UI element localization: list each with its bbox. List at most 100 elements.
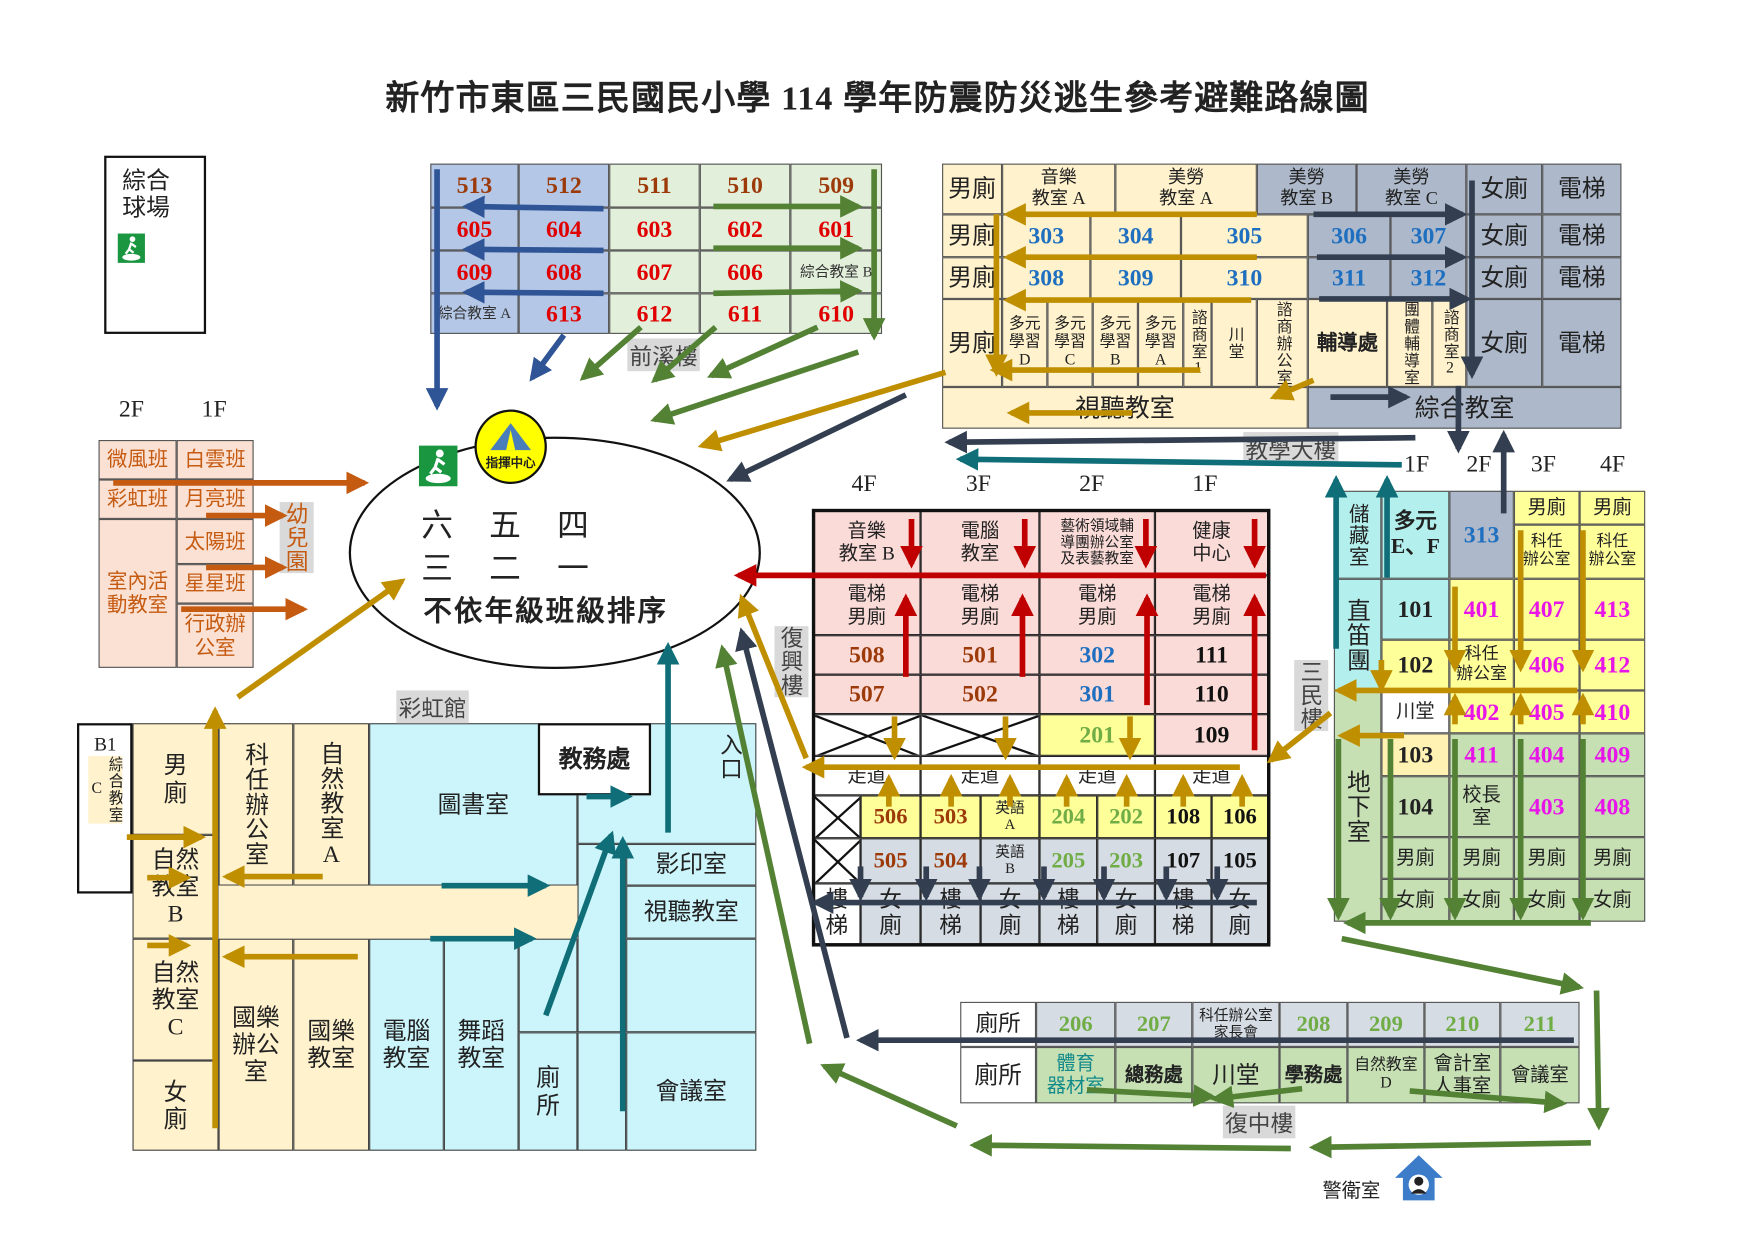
blue-evacuation-arrow bbox=[529, 333, 567, 382]
room-label: 男廁 bbox=[1593, 496, 1632, 519]
command-center-badge: 指揮中心 bbox=[474, 409, 547, 484]
room-label: 美勞 教室 C bbox=[1384, 168, 1438, 209]
classroom-302: 302 bbox=[1039, 635, 1155, 675]
sanmin-room-401: 401 bbox=[1449, 578, 1514, 640]
room-label: 男廁 bbox=[1527, 846, 1566, 869]
room-label: 412 bbox=[1594, 651, 1631, 679]
room-label: 多元 學習 C bbox=[1054, 315, 1086, 369]
entrance: 入口 bbox=[713, 729, 742, 785]
room-label: 105 bbox=[1222, 847, 1257, 873]
kg-baiyun: 白雲班 bbox=[176, 439, 254, 480]
teaching-room: 多元 學習 B bbox=[1092, 298, 1138, 387]
room-label: 509 bbox=[818, 171, 855, 200]
sanmin-room-409: 409 bbox=[1579, 733, 1646, 777]
fuzhong-room: 廁所 bbox=[960, 1046, 1037, 1104]
fuzhong-room: 會議室 bbox=[1500, 1046, 1580, 1104]
sanmin-room-多元 E、F: 多元 E、F bbox=[1381, 490, 1450, 579]
room-label: 英語 B bbox=[995, 842, 1025, 877]
room-label: 110 bbox=[1194, 680, 1229, 708]
room-label: 男廁 bbox=[1396, 846, 1435, 869]
av-classroom: 視聽教室 bbox=[942, 386, 1308, 429]
fuzhong-room-209: 209 bbox=[1347, 1001, 1425, 1047]
sanmin-room-406: 406 bbox=[1513, 639, 1580, 691]
room-label: 體育 器材室 bbox=[1046, 1053, 1105, 1097]
sanmin-room-404: 404 bbox=[1513, 733, 1580, 777]
sanmin-room-科任 辦公室: 科任 辦公室 bbox=[1579, 524, 1646, 579]
room-label: 313 bbox=[1463, 521, 1500, 549]
room-label: 美勞 教室 B bbox=[1280, 168, 1334, 209]
room-label: 科任辦公室 家長會 bbox=[1199, 1006, 1273, 1041]
room-label: 413 bbox=[1594, 595, 1631, 623]
classroom-綜合教室 A: 綜合教室 A bbox=[430, 293, 519, 334]
teaching-room-女廁: 女廁 bbox=[1466, 214, 1543, 258]
classroom-612: 612 bbox=[609, 293, 700, 334]
sanmin-room-男廁: 男廁 bbox=[1381, 837, 1450, 879]
room-label: 612 bbox=[636, 300, 673, 328]
sanmin-room-101: 101 bbox=[1381, 578, 1450, 640]
fuzhong-room-211: 211 bbox=[1500, 1001, 1580, 1047]
room-label: 206 bbox=[1058, 1011, 1093, 1037]
classroom-601: 601 bbox=[790, 207, 883, 251]
room-label: 電梯 bbox=[1558, 264, 1606, 292]
room-label: 入口 bbox=[716, 733, 742, 781]
recorder-club: 直笛團 bbox=[1333, 578, 1382, 691]
room-label: 多元 學習 D bbox=[1008, 315, 1041, 369]
room-label: 109 bbox=[1193, 721, 1230, 749]
room-label: 諮商室1 bbox=[1189, 308, 1207, 378]
room-label: 104 bbox=[1397, 793, 1434, 821]
room-label: 508 bbox=[848, 641, 885, 669]
room-label: 505 bbox=[873, 847, 908, 873]
classroom-301: 301 bbox=[1039, 674, 1155, 715]
room-label: 廁 所 bbox=[536, 1064, 560, 1119]
fuzhong-room: 體育 器材室 bbox=[1036, 1046, 1116, 1104]
room-label: 411 bbox=[1464, 741, 1499, 769]
room-label: 401 bbox=[1463, 595, 1500, 623]
grade-three: 三 bbox=[421, 551, 453, 587]
fuzhong-room-廁所: 廁所 bbox=[960, 1001, 1037, 1047]
copy-room: 影印室 bbox=[626, 843, 757, 886]
room-label: 603 bbox=[636, 215, 673, 243]
room-label: 402 bbox=[1463, 698, 1500, 726]
classroom-504: 504 bbox=[920, 838, 981, 884]
classroom-203: 203 bbox=[1097, 838, 1155, 884]
sanmin-room-405: 405 bbox=[1513, 690, 1580, 734]
room-label: 601 bbox=[818, 215, 855, 243]
teaching-room: 女廁 bbox=[1466, 163, 1543, 215]
gold-evacuation-arrow bbox=[697, 369, 947, 452]
classroom-107: 107 bbox=[1154, 838, 1212, 884]
room-label: 儲藏室 bbox=[1346, 502, 1370, 567]
room-label: 女廁 bbox=[1527, 889, 1566, 911]
teaching-room-307: 307 bbox=[1390, 214, 1467, 258]
sanmin-room-103: 103 bbox=[1381, 733, 1450, 777]
room-label: 星星班 bbox=[184, 572, 246, 595]
kg-admin-office: 行政辦 公室 bbox=[176, 603, 254, 668]
caihong-building-label: 彩虹館 bbox=[396, 690, 469, 724]
room-label: 510 bbox=[727, 171, 763, 200]
grade-two: 二 bbox=[489, 551, 521, 587]
teaching-room: 男廁 bbox=[942, 298, 1003, 387]
sanmin-room-410: 410 bbox=[1579, 690, 1646, 734]
hall bbox=[577, 1032, 627, 1151]
room-label: 總務處 bbox=[1124, 1064, 1183, 1086]
academic-affairs-office: 教務處 bbox=[537, 723, 652, 796]
teaching-room: 諮商室2 bbox=[1432, 298, 1467, 387]
closed-area bbox=[920, 714, 1040, 756]
room-label: 404 bbox=[1528, 741, 1565, 769]
classroom-510: 510 bbox=[699, 163, 791, 208]
teaching-room-306: 306 bbox=[1307, 214, 1391, 258]
teaching-room: 諮商辦公室 bbox=[1256, 298, 1308, 387]
music-office: 國樂 辦公 室 bbox=[218, 938, 294, 1151]
teaching-room-303: 303 bbox=[1002, 214, 1091, 258]
room-label: 610 bbox=[818, 300, 855, 328]
grade-one: 一 bbox=[557, 551, 589, 587]
room-label: 男廁 bbox=[948, 175, 996, 203]
teaching-room-304: 304 bbox=[1090, 214, 1181, 258]
teaching-room-305: 305 bbox=[1180, 214, 1308, 258]
fuzhong-room-科任辦公室 家長會: 科任辦公室 家長會 bbox=[1192, 1001, 1280, 1047]
classroom-511: 511 bbox=[609, 163, 700, 208]
room-label: 312 bbox=[1410, 264, 1447, 292]
classroom-604: 604 bbox=[518, 207, 610, 251]
fuxing-floor-4f: 4F bbox=[851, 469, 877, 497]
classroom-111: 111 bbox=[1154, 635, 1269, 675]
fuzhong-room-210: 210 bbox=[1424, 1001, 1501, 1047]
